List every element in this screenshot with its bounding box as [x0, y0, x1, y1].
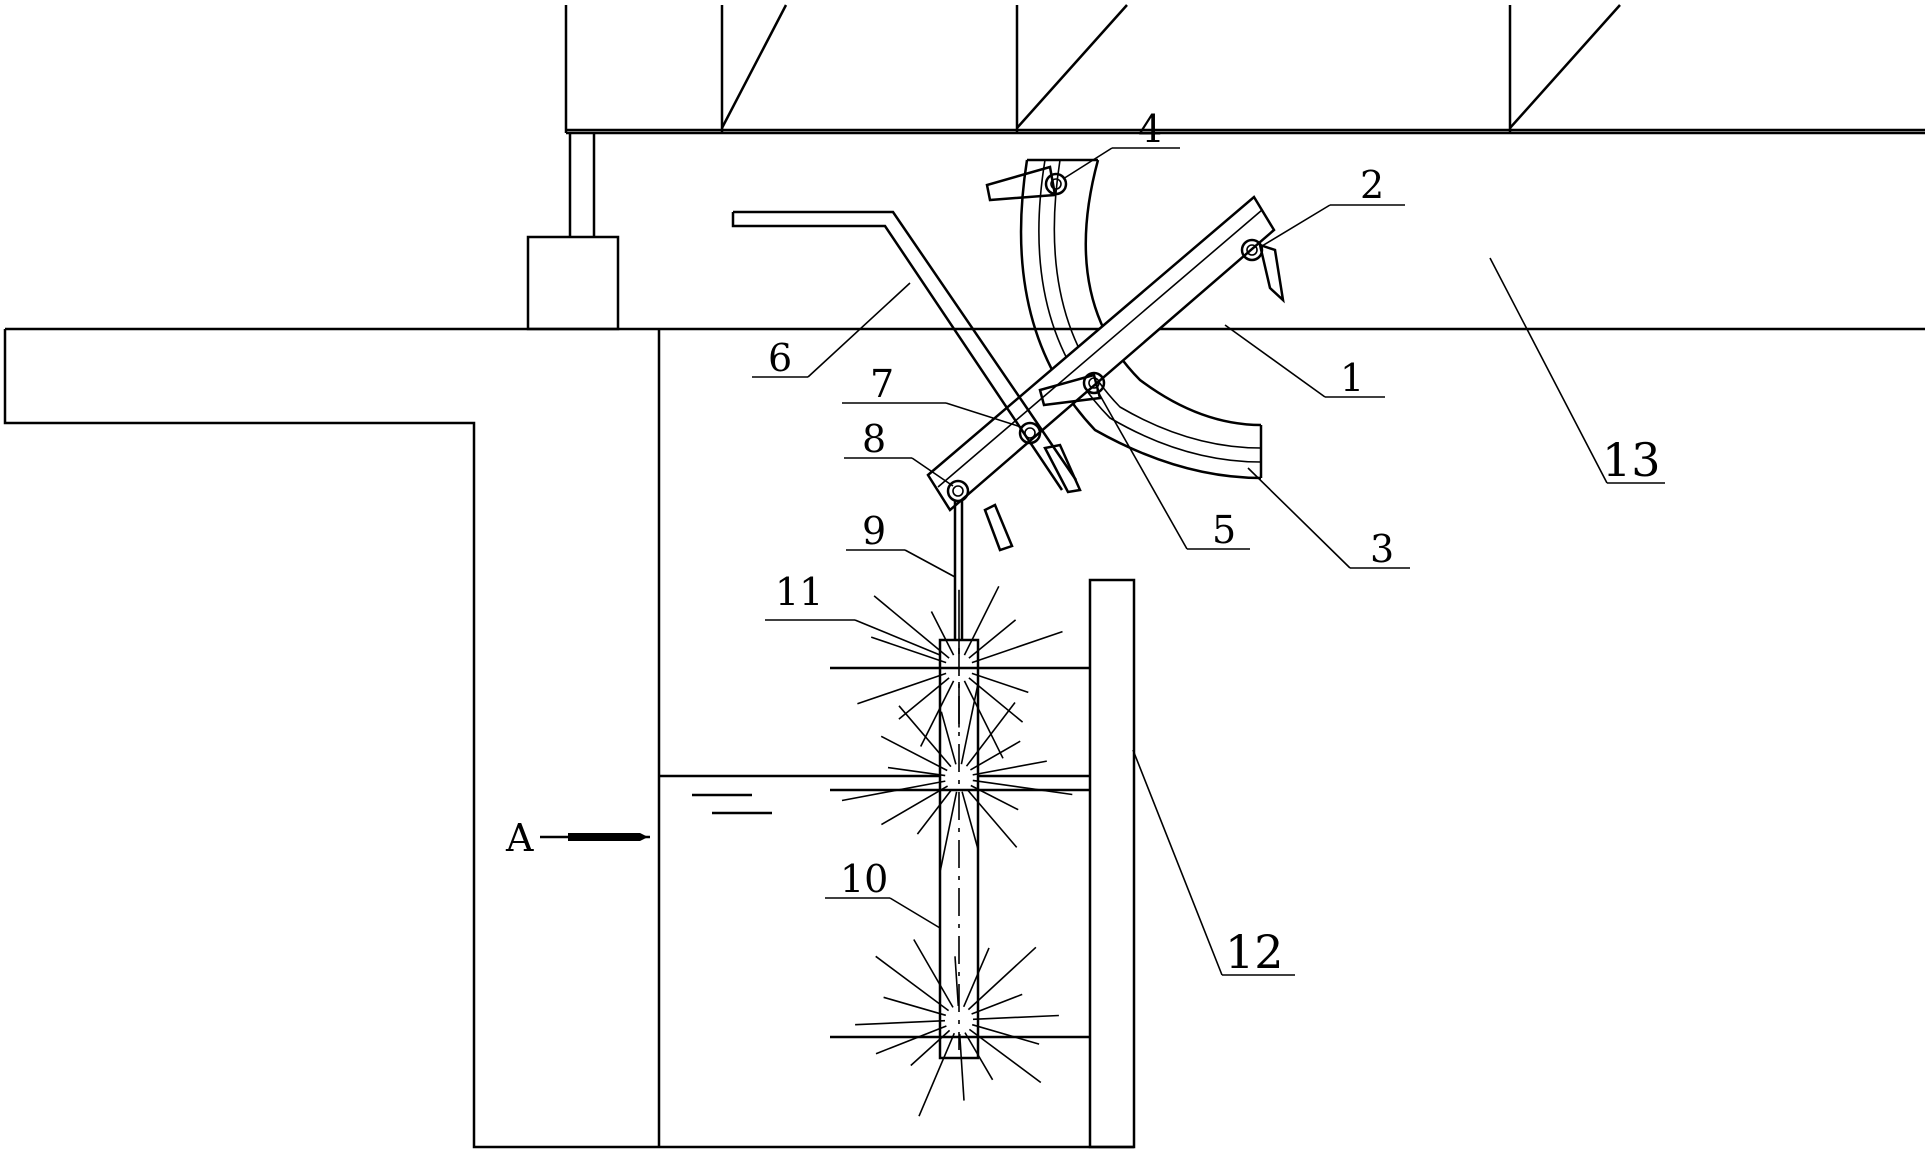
- bristle: [940, 711, 957, 765]
- section-marker-a: A: [505, 816, 650, 860]
- bracket-6-inner: [731, 212, 1064, 491]
- bristle: [873, 595, 950, 659]
- bristle: [916, 789, 953, 835]
- label-12: 12: [1225, 925, 1284, 979]
- bristle: [939, 791, 958, 871]
- label-3: 3: [1370, 527, 1394, 571]
- label-5: 5: [1212, 508, 1236, 552]
- bristle: [972, 760, 1047, 776]
- label-7: 7: [870, 362, 894, 406]
- bristle: [880, 785, 949, 826]
- brush-assembly: [938, 500, 980, 1060]
- bristle: [968, 619, 1017, 659]
- bristle: [883, 996, 947, 1017]
- bristle: [971, 672, 1029, 694]
- arm-1: [926, 195, 1276, 512]
- bristle: [965, 702, 1016, 767]
- label-4: 4: [1138, 107, 1162, 151]
- label-6: 6: [768, 336, 792, 380]
- bristle: [887, 766, 946, 777]
- label-10: 10: [840, 857, 888, 901]
- bristle: [898, 705, 952, 768]
- bristle: [972, 1014, 1059, 1021]
- leader-lines: [752, 147, 1665, 976]
- bristle: [963, 585, 1000, 656]
- bristle: [970, 740, 1021, 771]
- label-2: 2: [1360, 163, 1384, 207]
- brush-rods: [830, 666, 1090, 1039]
- bristle: [857, 672, 947, 705]
- bristle: [919, 680, 955, 747]
- bristle: [972, 779, 1073, 796]
- bristle: [930, 611, 955, 656]
- bracket-6: [733, 210, 1078, 481]
- bristle: [971, 993, 1023, 1015]
- bristle: [898, 677, 950, 720]
- bristle: [875, 1025, 947, 1055]
- bristle: [961, 791, 979, 849]
- bristle: [964, 1032, 994, 1081]
- label-11: 11: [775, 570, 823, 614]
- bristle: [971, 1023, 1040, 1045]
- bristle: [875, 955, 950, 1012]
- bristle: [967, 946, 1037, 1011]
- bristle: [962, 947, 990, 1008]
- bristle: [954, 956, 960, 1007]
- bristle: [958, 1033, 965, 1101]
- bristle: [870, 636, 947, 664]
- bristle: [963, 680, 1004, 759]
- tank-structure: [3, 327, 1925, 1149]
- label-1: 1: [1340, 356, 1364, 400]
- bristle: [918, 1032, 956, 1117]
- bristle: [880, 735, 948, 772]
- part-labels: 4 2 1 13 6 7 8 5 3 9 11 10 12: [768, 107, 1661, 979]
- label-9: 9: [862, 509, 886, 553]
- bristle: [913, 939, 954, 1008]
- label-13: 13: [1602, 433, 1661, 487]
- section-marker-label: A: [505, 816, 534, 860]
- bristle: [855, 1019, 946, 1026]
- bristle: [960, 684, 979, 765]
- roof-truss: [564, 4, 1925, 135]
- bristle: [966, 788, 1018, 848]
- bolts: [946, 172, 1264, 503]
- curved-guide: [1019, 158, 1263, 480]
- bristle: [971, 630, 1063, 664]
- support-column: [526, 133, 620, 331]
- label-8: 8: [862, 417, 886, 461]
- wall-12: [1088, 578, 1136, 1149]
